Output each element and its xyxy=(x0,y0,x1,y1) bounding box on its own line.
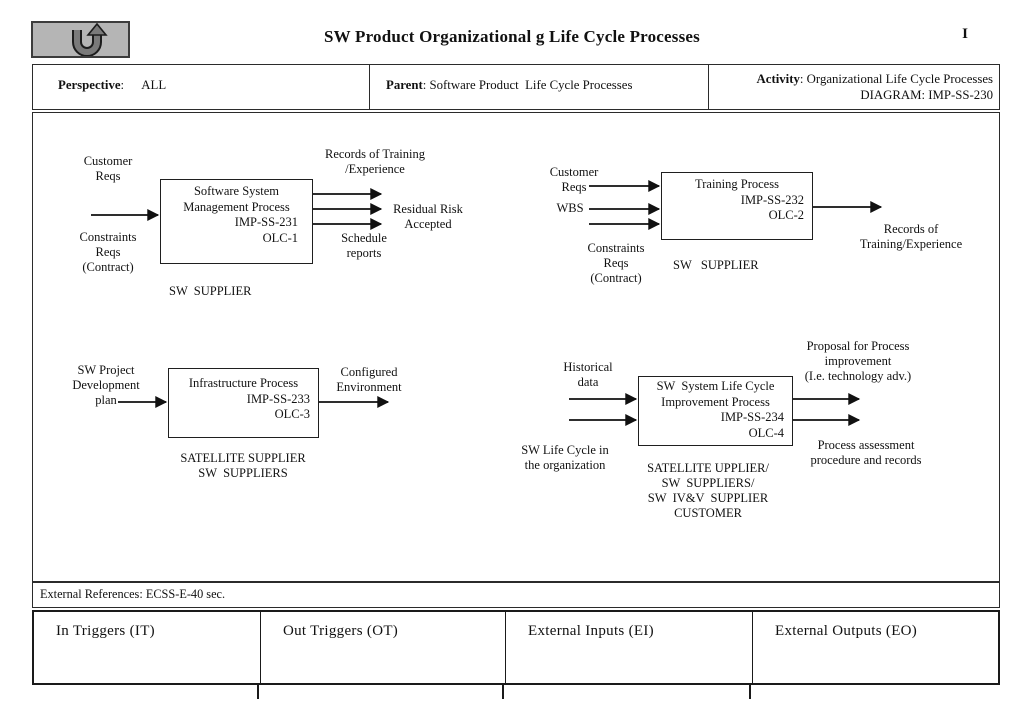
flow-label-residual-risk: Residual Risk Accepted xyxy=(393,202,463,231)
info-bar: Perspective: ALL Parent: Software Produc… xyxy=(32,64,1000,110)
activity-cell: Activity: Organizational Life Cycle Proc… xyxy=(708,65,1001,109)
flow-label-configured-environment: Configured Environment xyxy=(336,365,402,394)
process-box-software-system-management: Software System Management Process IMP-S… xyxy=(160,179,313,264)
flow-label-customer-reqs: Customer Reqs xyxy=(83,154,133,183)
separator: : xyxy=(422,78,430,92)
flow-label-process-assessment: Process assessment procedure and records xyxy=(810,438,922,467)
diagram-ref: DIAGRAM: IMP-SS-230 xyxy=(860,88,993,102)
activity-label: Activity xyxy=(756,72,800,86)
perspective-label: Perspective xyxy=(58,78,121,92)
table-header-external-outputs: External Outputs (EO) xyxy=(752,612,1002,683)
back-button[interactable] xyxy=(31,21,130,58)
flow-label-records-of-training: Records of Training /Experience xyxy=(325,147,425,176)
process-box-infrastructure: Infrastructure Process IMP-SS-233 OLC-3 xyxy=(168,368,319,438)
flow-label-sw-project-plan: SW Project Development plan xyxy=(72,363,140,407)
process-code: IMP-SS-234 OLC-4 xyxy=(720,410,784,440)
process-code: IMP-SS-231 OLC-1 xyxy=(234,215,298,245)
flow-label-schedule-reports: Schedule reports xyxy=(341,231,387,260)
role-label-sw-supplier: SW SUPPLIER xyxy=(673,258,759,272)
activity-line: Activity: Organizational Life Cycle Proc… xyxy=(709,71,993,87)
table-header-in-triggers: In Triggers (IT) xyxy=(56,623,155,639)
parent-value: Software Product Life Cycle Processes xyxy=(429,78,633,92)
table-grid-stub xyxy=(749,684,751,699)
activity-value: Organizational Life Cycle Processes xyxy=(806,72,993,86)
process-name: Infrastructure Process xyxy=(188,376,299,390)
table-header-external-inputs: External Inputs (EI) xyxy=(505,612,752,683)
role-label-satellite-suppliers-customer: SATELLITE UPPLIER/ SW SUPPLIERS/ SW IV&V… xyxy=(647,461,769,520)
flow-label-records-of-training: Records of Training/Experience xyxy=(859,222,963,251)
process-code: IMP-SS-232 OLC-2 xyxy=(740,192,804,223)
table-grid-stub xyxy=(502,684,504,699)
flow-label-constraints-reqs: Constraints Reqs (Contract) xyxy=(79,230,137,274)
process-name: Software System Management Process xyxy=(183,184,290,214)
separator: : xyxy=(120,78,128,92)
table-grid-stub xyxy=(257,684,259,699)
flow-label-customer-reqs: Customer Reqs xyxy=(549,165,599,194)
page-marker: I xyxy=(962,26,968,42)
process-name: Training Process xyxy=(695,177,779,191)
process-box-training: Training Process IMP-SS-232 OLC-2 xyxy=(661,172,813,240)
flow-label-constraints-reqs: Constraints Reqs (Contract) xyxy=(587,241,645,285)
perspective-value: ALL xyxy=(141,78,167,92)
external-references-row: External References: ECSS-E-40 sec. xyxy=(32,582,1000,608)
process-box-lifecycle-improvement: SW System Life Cycle Improvement Process… xyxy=(638,376,793,446)
external-references-text: External References: ECSS-E-40 sec. xyxy=(40,587,226,601)
process-name: SW System Life Cycle Improvement Process xyxy=(656,379,775,409)
diagram-canvas: Software System Management Process IMP-S… xyxy=(32,112,1000,582)
perspective-cell: Perspective: ALL xyxy=(33,65,369,109)
flow-arrows xyxy=(91,180,883,426)
table-header-out-triggers: Out Triggers (OT) xyxy=(260,612,505,683)
flow-label-proposal-improvement: Proposal for Process improvement (I.e. t… xyxy=(804,339,912,383)
role-label-sw-supplier: SW SUPPLIER xyxy=(169,284,252,298)
trigger-table: In Triggers (IT) Out Triggers (OT) Exter… xyxy=(32,610,1000,685)
flow-label-wbs: WBS xyxy=(556,201,584,215)
separator: : xyxy=(799,72,807,86)
parent-cell: Parent: Software Product Life Cycle Proc… xyxy=(369,65,708,109)
process-code: IMP-SS-233 OLC-3 xyxy=(246,391,310,422)
flow-label-sw-life-cycle: SW Life Cycle in the organization xyxy=(521,443,609,472)
parent-label: Parent xyxy=(386,78,423,92)
u-turn-arrow-icon xyxy=(72,22,108,57)
flow-label-historical-data: Historical data xyxy=(563,360,613,389)
role-label-satellite-supplier: SATELLITE SUPPLIER SW SUPPLIERS xyxy=(180,451,306,480)
page-title: SW Product Organizational g Life Cycle P… xyxy=(323,27,700,46)
